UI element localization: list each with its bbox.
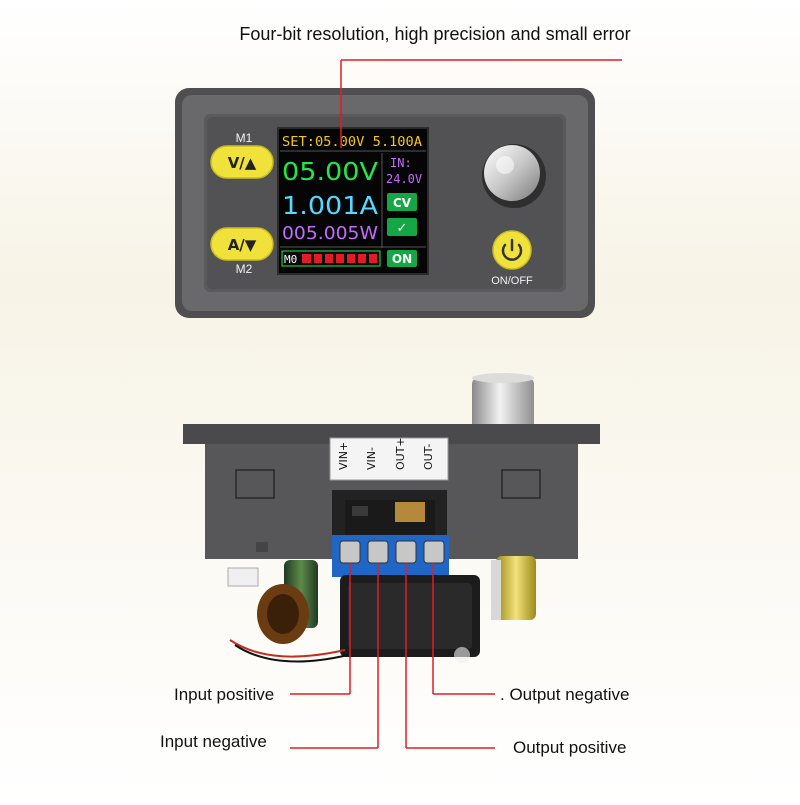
voltage-up-button[interactable] (210, 145, 274, 179)
set-line: SET:05.00V 5.100A (282, 135, 422, 150)
memory-slot: M0 (284, 253, 297, 266)
current-readout: 1.001A (282, 191, 378, 220)
adjust-knob[interactable] (484, 145, 540, 201)
output-negative-label: . Output negative (500, 685, 630, 704)
input-positive-label: Input positive (174, 685, 275, 704)
cv-badge (387, 193, 417, 211)
output-positive-label: Output positive (513, 738, 627, 757)
voltage-readout: 05.00V (282, 157, 378, 186)
input-voltage: 24.0V (386, 172, 422, 186)
power-icon (501, 238, 523, 261)
terminal-label-out-plus: OUT+ (394, 437, 407, 470)
headline: Four-bit resolution, high precision and … (239, 24, 631, 44)
m1-label: M1 (236, 131, 253, 145)
terminal-label-out-minus: OUT- (422, 444, 435, 470)
m2-label: M2 (236, 262, 253, 276)
terminal-label-vin-plus: VIN+ (337, 442, 350, 470)
check-badge (387, 218, 417, 236)
power-readout: 005.005W (282, 223, 378, 244)
terminal-label-vin-minus: VIN- (365, 447, 378, 470)
power-label: ON/OFF (491, 275, 533, 287)
callout-lines (290, 59, 622, 749)
input-negative-label: Input negative (160, 732, 267, 751)
front-panel: M1 V/▲ A/▼ M2 SET:05.00V 5.100A 05.00V 1… (175, 88, 595, 318)
rear-module: VIN+ VIN- OUT+ OUT- (183, 373, 600, 663)
current-down-button-label: A/▼ (228, 236, 257, 254)
input-label: IN: (390, 156, 412, 170)
voltage-up-button-label: V/▲ (228, 154, 257, 172)
on-badge-text: ON (392, 252, 412, 266)
check-icon: ✓ (397, 221, 408, 236)
on-badge (387, 250, 417, 267)
cv-badge-text: CV (393, 196, 412, 210)
current-down-button[interactable] (210, 227, 274, 261)
